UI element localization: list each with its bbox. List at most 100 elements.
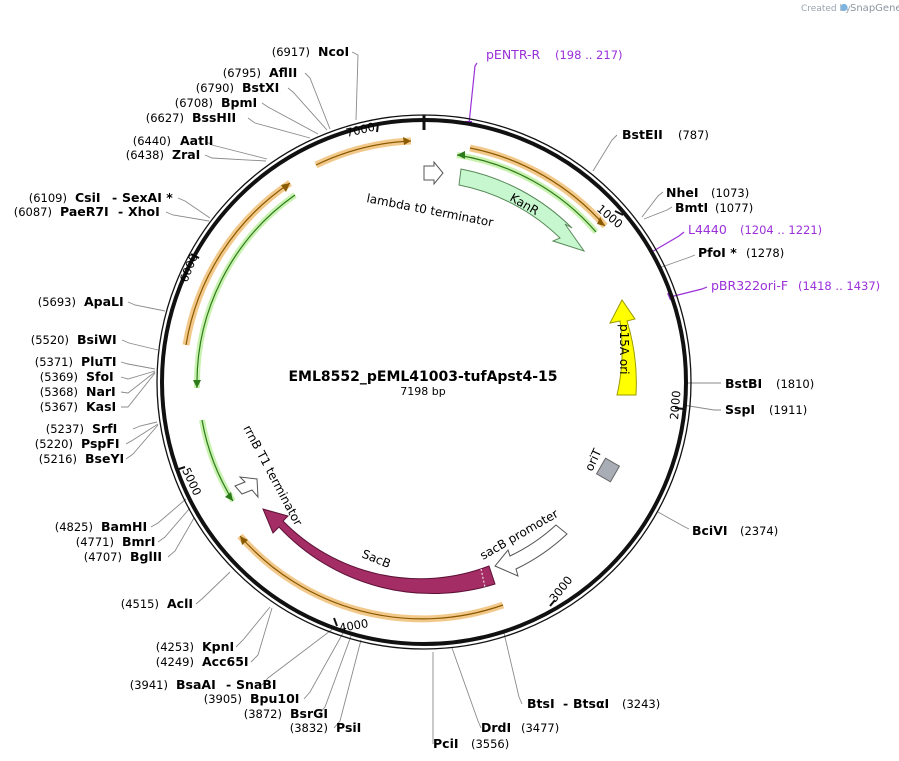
orf-arcs: [182, 137, 608, 623]
enzyme-pos: (6440): [133, 134, 171, 148]
enzyme-pos: (6790): [196, 81, 234, 95]
enzyme-name: SspI: [725, 402, 755, 417]
enzyme-name: NarI: [86, 384, 116, 399]
enzyme-pos: (1278): [746, 246, 784, 260]
plasmid-name: EML8552_pEML41003-tufApst4-15: [288, 369, 557, 385]
enzyme-pos: (6627): [146, 111, 184, 125]
enzyme-pos: (4249): [156, 655, 194, 669]
enzyme-name: BsaAI: [176, 677, 216, 692]
enzyme-name: SfoI: [86, 369, 114, 384]
enzyme-name: KasI: [86, 399, 116, 414]
p15a-ori-arrow: [609, 299, 637, 396]
orf-arc-top: [314, 137, 412, 169]
enzyme-name: PsiI: [336, 720, 361, 735]
enzyme-name: BglII: [130, 549, 162, 564]
enzyme-pos: (6917): [272, 45, 310, 59]
enzyme-name: BmrI: [122, 534, 155, 549]
credit-app: SnapGene: [850, 3, 899, 14]
primer-range: (198 .. 217): [555, 48, 623, 62]
enzyme-name: AatII: [180, 133, 213, 148]
snapgene-logo-icon: [840, 3, 848, 12]
sacb-arrow: [262, 508, 496, 595]
enzyme-name: BciVI: [692, 523, 728, 538]
enzyme-pos: (787): [678, 128, 709, 142]
primer-range: (1204 .. 1221): [740, 223, 822, 237]
enzyme-pos: (1911): [769, 403, 807, 417]
enzyme-pos: (4707): [84, 550, 122, 564]
enzyme-pos: (5371): [35, 355, 73, 369]
enzyme-pos: (4515): [121, 597, 159, 611]
enzyme-name: BstXI: [242, 80, 279, 95]
tick-label-4000: 4000: [338, 616, 369, 635]
enzyme-name: KpnI: [202, 639, 234, 654]
enzyme-pos: (1073): [711, 186, 749, 200]
kanr-arrow: [458, 168, 586, 252]
enzyme-name: PluTI: [81, 354, 117, 369]
enzyme-name: Bpu10I: [250, 691, 299, 706]
enzyme-name: SexAI *: [122, 190, 173, 205]
enzyme-name: ZraI: [172, 147, 200, 162]
enzyme-name: BsiWI: [77, 332, 117, 347]
enzyme-pos: (5520): [31, 333, 69, 347]
enzyme-pos: (5237): [46, 422, 84, 436]
primer-labels: pENTR-R (198 .. 217) L4440 (1204 .. 1221…: [486, 47, 880, 293]
enzyme-pos: (1077): [715, 201, 753, 215]
enzyme-pos: (3477): [521, 721, 559, 735]
enzyme-name: PciI: [433, 736, 459, 751]
enzyme-pos: (1810): [776, 377, 814, 391]
enzyme-name: AclI: [167, 596, 193, 611]
enzyme-name: BssHII: [192, 110, 236, 125]
enzyme-pos: (4771): [76, 535, 114, 549]
enzyme-pos: (3941): [130, 678, 168, 692]
enzyme-name: BtsαI: [573, 696, 609, 711]
enzyme-pos: (5220): [35, 437, 73, 451]
feature-label-lambda: lambda t0 terminator: [365, 191, 494, 229]
enzyme-pos: (3243): [622, 697, 660, 711]
enzyme-name: BmtI: [675, 200, 708, 215]
tick-label-7000: 7000: [345, 120, 377, 140]
enzyme-name: NcoI: [318, 44, 349, 59]
enzyme-name: CsiI: [75, 190, 101, 205]
enzyme-pos: (3905): [204, 692, 242, 706]
enzyme-name: -: [226, 677, 231, 692]
enzyme-name: -: [118, 204, 123, 219]
rrnb-terminator-arrow: [234, 476, 259, 499]
orit-box: [595, 457, 621, 483]
primer-name: L4440: [688, 222, 727, 237]
enzyme-pos: (6795): [223, 66, 261, 80]
enzyme-pos: (3872): [244, 707, 282, 721]
enzyme-labels-left: (6917) NcoI (6795) AflII (6790) BstXI (6…: [14, 44, 362, 735]
enzyme-name: PspFI: [81, 436, 120, 451]
enzyme-name: NheI: [666, 185, 699, 200]
primer-range: (1418 .. 1437): [798, 279, 880, 293]
enzyme-pos: (6438): [126, 148, 164, 162]
enzyme-name: PfoI *: [698, 245, 737, 260]
enzyme-name: BstEII: [622, 127, 663, 142]
plasmid-size: 7198 bp: [400, 385, 445, 398]
enzyme-pos: (2374): [740, 524, 778, 538]
enzyme-name: DrdI: [481, 720, 511, 735]
enzyme-pos: (5693): [38, 295, 76, 309]
green-arc-bottom-left: [199, 419, 236, 503]
enzyme-pos: (4253): [156, 640, 194, 654]
enzyme-pos: (5368): [40, 385, 78, 399]
enzyme-labels-right: PciI (3556) DrdI (3477) BtsI - BtsαI (32…: [433, 127, 814, 751]
enzyme-pos: (3556): [471, 737, 509, 751]
enzyme-name: AflII: [269, 65, 297, 80]
orf-arrow-top: [403, 137, 411, 145]
enzyme-name: -: [112, 190, 117, 205]
enzyme-name: BpmI: [221, 95, 257, 110]
enzyme-name: SrfI: [92, 421, 117, 436]
enzyme-pos: (3832): [290, 721, 328, 735]
enzyme-pos: (6087): [14, 205, 52, 219]
sacb-promoter-arrow: [494, 524, 568, 577]
enzyme-pos: (5369): [40, 370, 78, 384]
feature-label-p15a: p15A ori: [617, 324, 631, 375]
feature-label-sacb: SacB: [360, 547, 393, 571]
credit-created-by: Created by: [801, 4, 851, 14]
enzyme-pos: (4825): [55, 520, 93, 534]
enzyme-name: BstBI: [725, 376, 762, 391]
enzyme-name: -: [563, 696, 568, 711]
green-arcs: [193, 151, 599, 503]
enzyme-name: BsrGI: [290, 706, 328, 721]
